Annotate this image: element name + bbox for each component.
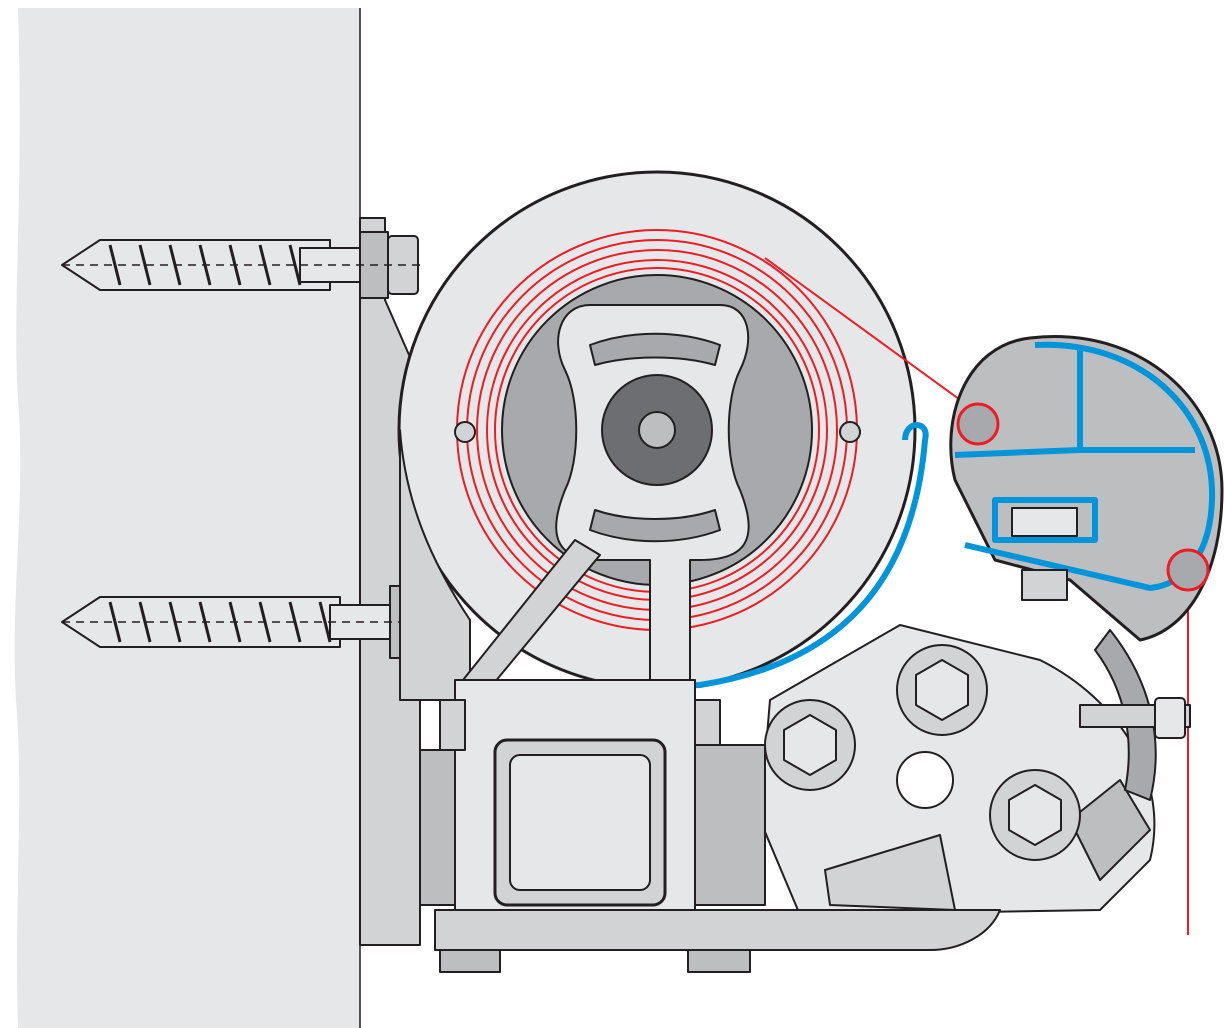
housing-lower-side [399, 429, 471, 701]
wall-anchor-screw-top [61, 231, 425, 299]
joint-bolts [764, 644, 1081, 861]
square-tube-inner [509, 754, 651, 891]
bracket-slot-bottom [589, 509, 721, 543]
fabric-keder-top [956, 402, 1000, 446]
bracket-slot-top [589, 332, 721, 366]
housing-rivet-left [454, 421, 476, 443]
fabric-to-front-profile [764, 257, 986, 419]
bracket-side-block [419, 749, 456, 906]
profile-bolt-nut [1021, 569, 1068, 601]
front-profile [949, 335, 1224, 642]
housing-rivet-right [839, 421, 861, 443]
bracket-bolt-left [439, 699, 466, 751]
tension-nut [1154, 697, 1186, 739]
base-bolt-right [687, 949, 751, 973]
profile-bolt-head [1011, 507, 1078, 537]
wall-anchor-screw-bottom [61, 585, 455, 659]
base-plate [434, 909, 1001, 951]
bracket-mid-block [694, 744, 766, 906]
wall [14, 8, 360, 1028]
front-profile-extrusion [499, 341, 1216, 695]
base-bolt-left [439, 949, 501, 973]
fabric-keder-bottom [1166, 548, 1210, 592]
bracket-bolt-right [694, 699, 721, 746]
roller-axle [638, 411, 676, 449]
arm-spring-cover [1069, 779, 1151, 881]
